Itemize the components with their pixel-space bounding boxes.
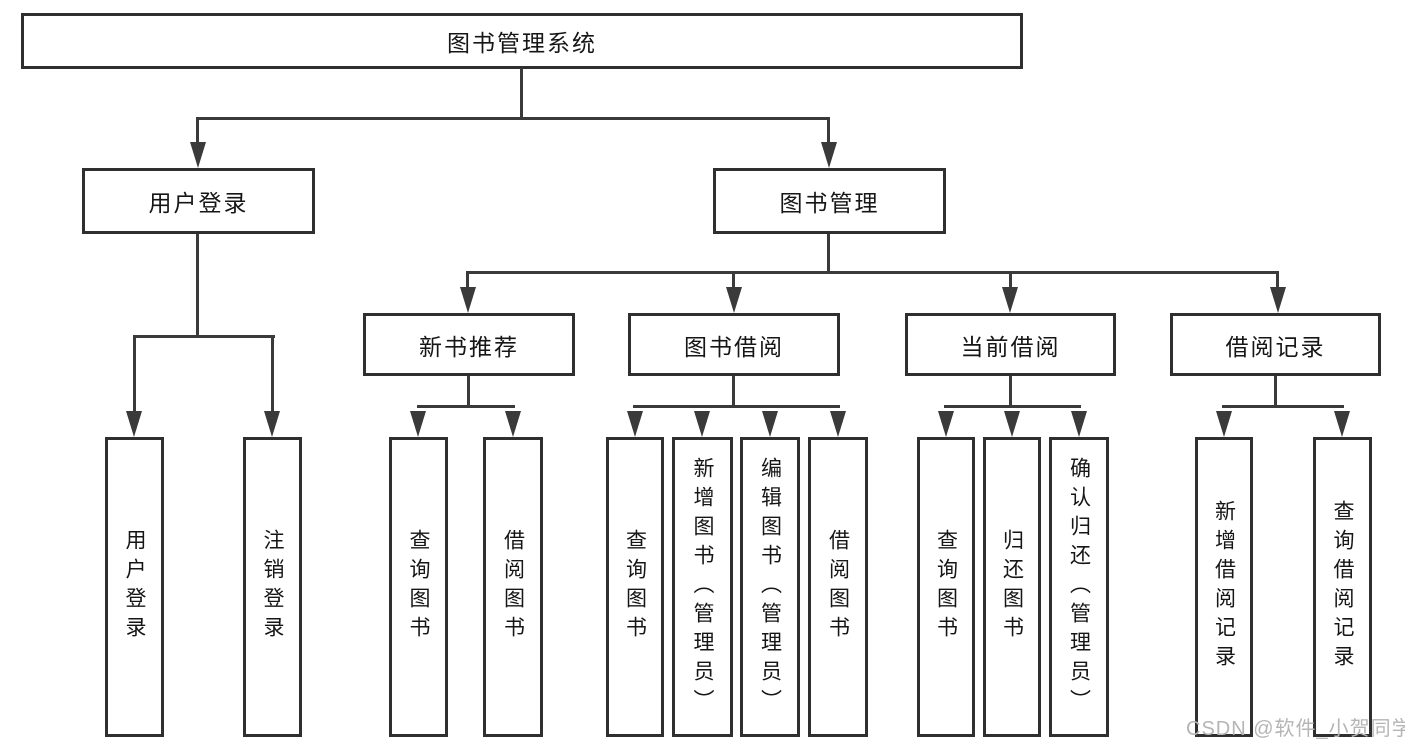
arrow-down-icon [460,287,476,313]
node-current-borrow-label: 当前借阅 [960,333,1061,360]
arrow-down-icon [762,411,778,437]
connector-line [466,271,469,289]
leaf-nb-borrow-book-label: 借阅图书 [501,529,525,645]
connector-line [1009,271,1012,289]
node-current-borrow: 当前借阅 [905,313,1116,376]
leaf-bb-add-book-admin-label: 新增图书（管理员） [691,456,714,718]
connector-line [196,117,830,120]
node-book-management-label: 图书管理 [779,190,880,216]
node-new-book-recommend-label: 新书推荐 [419,333,519,360]
connector-line [827,117,830,144]
arrow-down-icon [1334,411,1350,437]
connector-line [271,335,274,413]
arrow-down-icon [410,411,426,437]
connector-line [732,271,735,289]
leaf-cb-return-book-label: 归还图书 [1000,529,1024,645]
node-borrow-record-label: 借阅记录 [1225,333,1326,360]
leaf-bb-add-book-admin: 新增图书（管理员） [672,437,733,737]
connector-line [1276,271,1279,289]
leaf-logout-label: 注销登录 [261,529,284,645]
leaf-br-query-record-label: 查询借阅记录 [1331,500,1354,674]
arrow-down-icon [830,411,846,437]
arrow-down-icon [1270,287,1286,313]
connector-line [417,405,515,408]
node-book-management: 图书管理 [713,168,946,234]
leaf-bb-borrow-book-label: 借阅图书 [826,529,850,645]
leaf-br-add-record-label: 新增借阅记录 [1212,500,1236,674]
node-user-login: 用户登录 [82,168,315,234]
leaf-cb-return-book: 归还图书 [983,437,1041,737]
leaf-cb-confirm-return-admin-label: 确认归还（管理员） [1067,456,1091,718]
leaf-nb-query-book: 查询图书 [389,437,448,737]
arrow-down-icon [938,411,954,437]
arrow-down-icon [264,411,280,437]
leaf-user-login: 用户登录 [105,437,164,737]
leaf-cb-confirm-return-admin: 确认归还（管理员） [1049,437,1109,737]
connector-line [196,234,199,337]
connector-line [520,68,523,118]
leaf-nb-query-book-label: 查询图书 [407,529,430,645]
leaf-bb-edit-book-admin-label: 编辑图书（管理员） [758,456,782,718]
arrow-down-icon [1002,287,1018,313]
node-book-borrow-label: 图书借阅 [684,333,784,360]
leaf-bb-query-book-label: 查询图书 [623,529,647,645]
connector-line [732,376,735,407]
node-book-borrow: 图书借阅 [628,313,840,376]
leaf-bb-edit-book-admin: 编辑图书（管理员） [740,437,800,737]
connector-line [133,335,136,413]
leaf-user-login-label: 用户登录 [123,529,146,645]
node-borrow-record: 借阅记录 [1170,313,1381,376]
arrow-down-icon [1071,411,1087,437]
node-user-login-label: 用户登录 [148,190,249,216]
leaf-cb-query-book-label: 查询图书 [934,529,958,645]
arrow-down-icon [1004,411,1020,437]
node-root-label: 图书管理系统 [447,30,597,56]
arrow-down-icon [505,411,521,437]
leaf-nb-borrow-book: 借阅图书 [483,437,543,737]
connector-line [467,376,470,407]
node-root: 图书管理系统 [21,13,1023,69]
leaf-logout: 注销登录 [243,437,302,737]
arrow-down-icon [126,411,142,437]
connector-line [466,271,1279,274]
connector-line [633,405,840,408]
connector-line [827,234,830,274]
leaf-bb-query-book: 查询图书 [606,437,664,737]
arrow-down-icon [694,411,710,437]
connector-line [133,335,275,338]
leaf-cb-query-book: 查询图书 [917,437,975,737]
connector-line [1222,405,1344,408]
leaf-bb-borrow-book: 借阅图书 [808,437,868,737]
arrow-down-icon [627,411,643,437]
connector-line [1009,376,1012,407]
csdn-watermark: CSDN @软件_小贺同学 [1186,718,1405,740]
connector-line [196,117,199,144]
arrow-down-icon [821,142,837,168]
connector-line [944,405,1081,408]
connector-line [1274,376,1277,407]
arrow-down-icon [726,287,742,313]
leaf-br-query-record: 查询借阅记录 [1313,437,1372,737]
node-new-book-recommend: 新书推荐 [363,313,575,376]
arrow-down-icon [190,142,206,168]
leaf-br-add-record: 新增借阅记录 [1195,437,1253,737]
arrow-down-icon [1216,411,1232,437]
